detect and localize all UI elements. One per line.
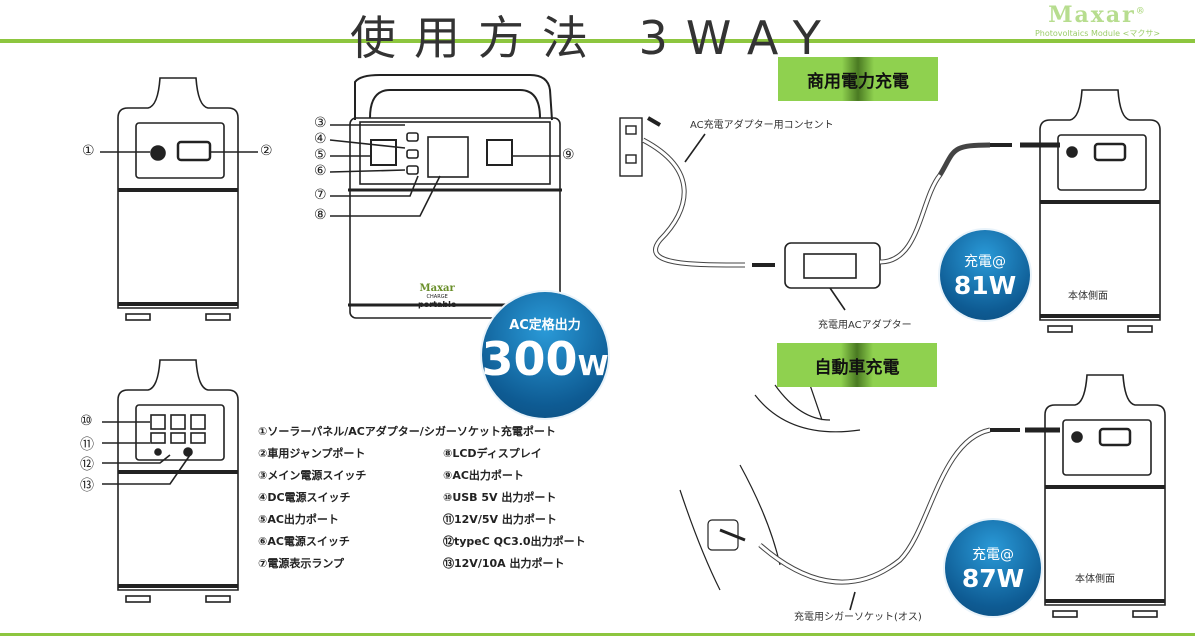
brand-logo: Maxar® Photovoltaics Module <マクサ> xyxy=(1034,2,1161,38)
legend-item: ②車用ジャンプポート xyxy=(258,447,366,460)
device-brand-mark: Maxar CHARGE portable xyxy=(418,283,457,309)
legend-item: ③メイン電源スイッチ xyxy=(258,469,367,482)
callout-9: ⑨ xyxy=(562,147,575,163)
legend-item: ⑩USB 5V 出力ポート xyxy=(443,491,557,504)
ac-charge-badge: 充電@ 81W xyxy=(940,230,1030,320)
legend-item: ⑬12V/10A 出力ポート xyxy=(443,557,565,570)
page-title: 使用方法 3WAY xyxy=(350,11,839,65)
adapter-label: 充電用ACアダプター xyxy=(818,320,912,331)
legend-item: ④DC電源スイッチ xyxy=(258,491,351,504)
callout-6: ⑥ xyxy=(314,163,327,179)
callout-7: ⑦ xyxy=(314,187,327,203)
plug-label: 充電用シガーソケット(オス) xyxy=(794,612,922,623)
legend-left: ①ソーラーパネル/ACアダプター/シガーソケット充電ポート ②車用ジャンプポート… xyxy=(258,421,556,575)
side-label: 本体側面 xyxy=(1068,291,1108,302)
callout-10: ⑩ xyxy=(80,413,93,429)
side-label: 本体側面 xyxy=(1075,574,1115,585)
callout-11: ⑪ xyxy=(80,437,94,453)
callout-12: ⑫ xyxy=(80,457,94,473)
legend-item: ⑨AC出力ポート xyxy=(443,469,524,482)
legend-item: ⑤AC出力ポート xyxy=(258,513,339,526)
legend-right: ⑧LCDディスプレイ ⑨AC出力ポート ⑩USB 5V 出力ポート ⑪12V/5… xyxy=(443,443,586,575)
top-divider xyxy=(0,39,1195,43)
device-side-right-car xyxy=(1043,373,1167,619)
legend-item: ⑧LCDディスプレイ xyxy=(443,447,542,460)
legend-item: ⑪12V/5V 出力ポート xyxy=(443,513,557,526)
device-side-right-ac xyxy=(1038,88,1162,334)
outlet-label: AC充電アダプター用コンセント xyxy=(690,120,834,131)
wall-outlet xyxy=(619,117,643,177)
callout-8: ⑧ xyxy=(314,207,327,223)
callout-2: ② xyxy=(260,143,273,159)
callout-5: ⑤ xyxy=(314,147,327,163)
legend-item: ⑦電源表示ランプ xyxy=(258,557,344,570)
callout-4: ④ xyxy=(314,131,327,147)
rated-output-badge: AC定格出力 300W xyxy=(482,292,608,418)
ac-charging-heading: 商用電力充電 xyxy=(778,57,938,101)
device-side-view xyxy=(116,76,240,322)
car-dashboard xyxy=(679,384,861,591)
legend-item: ⑫typeC QC3.0出力ポート xyxy=(443,535,586,548)
callout-13: ⑬ xyxy=(80,478,94,494)
device-side-view-usb xyxy=(116,358,240,604)
legend-item: ①ソーラーパネル/ACアダプター/シガーソケット充電ポート xyxy=(258,425,556,438)
legend-item: ⑥AC電源スイッチ xyxy=(258,535,350,548)
car-charging-heading: 自動車充電 xyxy=(777,343,937,387)
car-charge-badge: 充電@ 87W xyxy=(945,520,1041,616)
callout-1: ① xyxy=(82,143,95,159)
bottom-divider xyxy=(0,633,1195,636)
callout-3: ③ xyxy=(314,115,327,131)
